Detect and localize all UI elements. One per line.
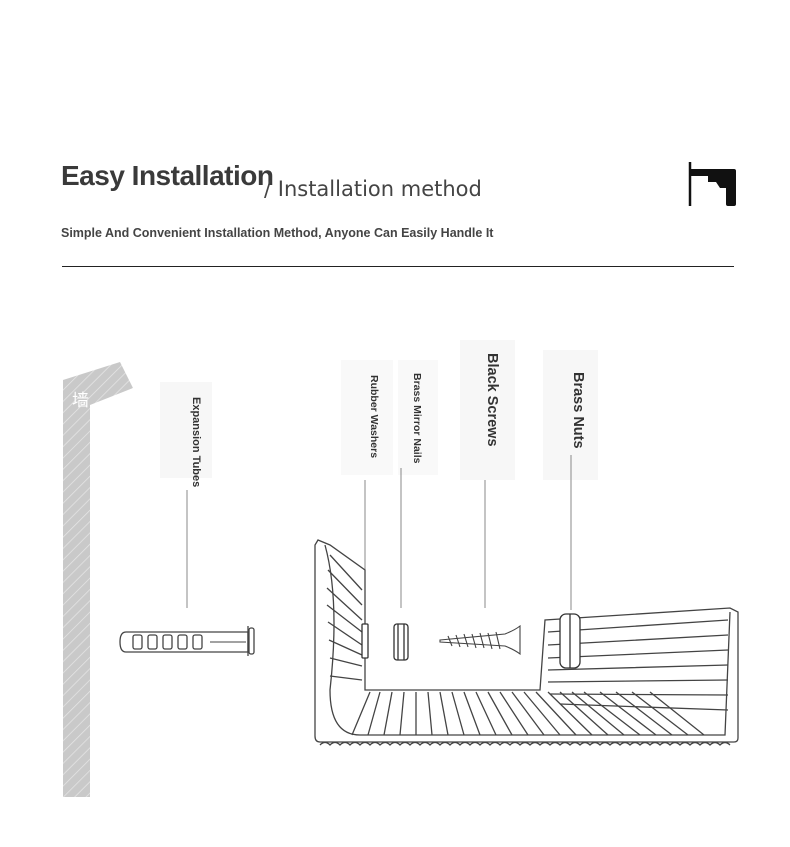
brass-nut-part [560, 614, 580, 668]
rubber-washers-label: Rubber Washers [368, 375, 380, 458]
brass-nuts-label: Brass Nuts [570, 372, 586, 449]
mirror-shell [315, 540, 738, 745]
brass-mirror-nail-part [394, 624, 408, 660]
black-screw-part [440, 626, 520, 654]
expansion-tube-part [120, 626, 254, 656]
wall [63, 362, 133, 797]
black-screws-label: Black Screws [484, 353, 500, 447]
rubber-washer-part [362, 624, 368, 658]
expansion-tubes-label: Expansion Tubes [190, 397, 202, 487]
brass-mirror-nails-label: Brass Mirror Nails [411, 373, 423, 463]
wall-label: 墙 [72, 386, 89, 411]
